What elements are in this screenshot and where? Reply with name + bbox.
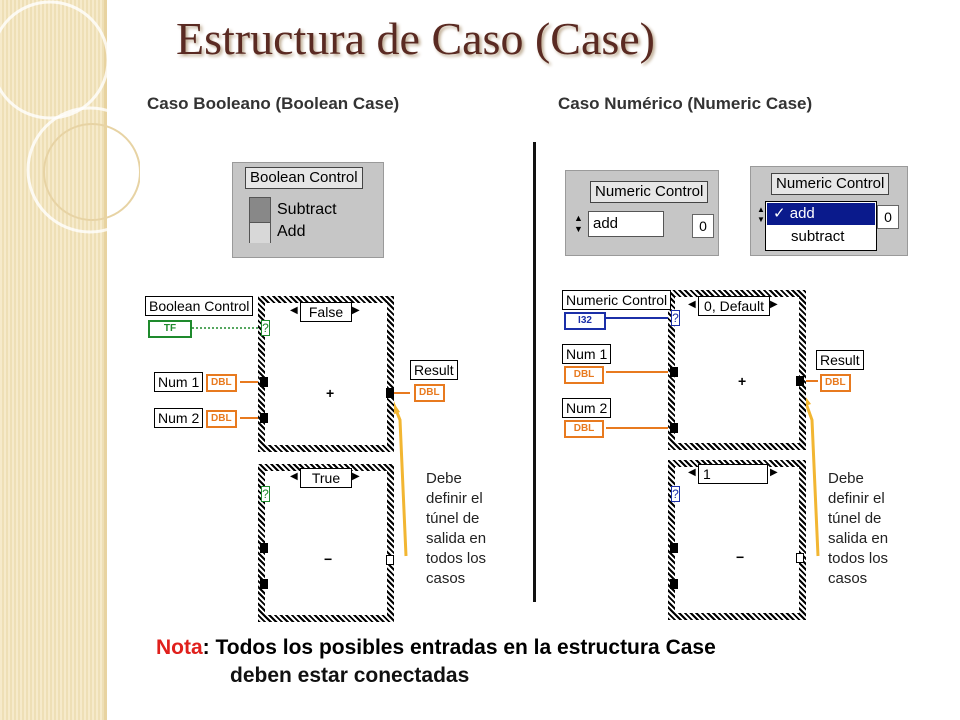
boolean-terminal[interactable]: TF <box>148 320 192 338</box>
num2-terminal[interactable]: DBL <box>206 410 237 428</box>
numeric-index-display: 0 <box>692 214 714 238</box>
case-selector-one[interactable]: 1 <box>698 464 768 484</box>
boolean-control-label: Boolean Control <box>245 167 363 189</box>
output-tunnel <box>386 388 394 398</box>
numeric-control-block-label: Numeric Control <box>562 290 672 310</box>
decorative-circles <box>0 0 140 234</box>
add-icon: + <box>326 385 335 401</box>
num1-terminal[interactable]: DBL <box>564 366 604 384</box>
menu-stepper-icon[interactable]: ▲▼ <box>757 205 765 224</box>
numeric-ring-value[interactable]: add <box>588 211 664 237</box>
subtitle-boolean: Caso Booleano (Boolean Case) <box>147 94 400 113</box>
numeric-front-panel: Numeric Control ▲▼ add 0 <box>565 170 719 256</box>
selector-increment-icon[interactable]: ▶ <box>770 467 778 478</box>
selector-decrement-icon[interactable]: ◀ <box>290 471 298 482</box>
numeric-terminal[interactable]: I32 <box>564 312 606 330</box>
selector-decrement-icon[interactable]: ◀ <box>688 299 696 310</box>
case-selector-false[interactable]: False <box>300 302 352 322</box>
boolean-control-block-label: Boolean Control <box>145 296 254 316</box>
input-tunnel <box>260 377 268 387</box>
result-label: Result <box>816 350 864 370</box>
menu-item-subtract[interactable]: subtract <box>791 228 845 245</box>
page-title: Estructura de Caso (Case) <box>176 13 656 64</box>
case-selector-default[interactable]: 0, Default <box>698 296 770 316</box>
input-tunnel <box>670 579 678 589</box>
subtract-icon: − <box>736 549 745 565</box>
input-tunnel <box>670 423 678 433</box>
num1-label: Num 1 <box>154 372 204 392</box>
num2-label: Num 2 <box>562 398 612 418</box>
output-tunnel-undefined <box>796 553 804 563</box>
note-line-2: deben estar conectadas <box>230 664 470 687</box>
result-terminal[interactable]: DBL <box>414 384 445 402</box>
input-tunnel <box>260 413 268 423</box>
result-terminal[interactable]: DBL <box>820 374 851 392</box>
selector-increment-icon[interactable]: ▶ <box>352 305 360 316</box>
num1-terminal[interactable]: DBL <box>206 374 237 392</box>
selector-terminal-icon: ? <box>261 320 270 336</box>
boolean-option-subtract: Subtract <box>277 201 337 218</box>
decorative-line <box>104 0 107 720</box>
selector-decrement-icon[interactable]: ◀ <box>290 305 298 316</box>
numeric-menu-label: Numeric Control <box>771 173 890 195</box>
case-selector-true[interactable]: True <box>300 468 352 488</box>
subtitle-numeric: Caso Numérico (Numeric Case) <box>558 94 813 113</box>
input-tunnel <box>260 579 268 589</box>
case-structure-false[interactable] <box>258 296 394 452</box>
num1-label: Num 1 <box>562 344 612 364</box>
numeric-menu-index: 0 <box>877 205 899 229</box>
divider <box>533 142 536 602</box>
output-tunnel <box>796 376 804 386</box>
note-line-1: Nota: Todos los posibles entradas en la … <box>156 636 716 659</box>
selector-terminal-icon: ? <box>261 486 270 502</box>
case-structure-one[interactable] <box>668 460 806 620</box>
selector-decrement-icon[interactable]: ◀ <box>688 467 696 478</box>
subtract-icon: − <box>324 551 333 567</box>
output-tunnel-undefined <box>386 555 394 565</box>
input-tunnel <box>670 367 678 377</box>
boolean-option-add: Add <box>277 223 306 240</box>
ring-stepper-icon[interactable]: ▲▼ <box>574 213 583 234</box>
menu-item-add[interactable]: ✓ add <box>767 203 875 225</box>
boolean-switch[interactable] <box>249 197 271 243</box>
numeric-control-label: Numeric Control <box>590 181 709 203</box>
boolean-front-panel: Boolean Control Subtract Add <box>232 162 384 258</box>
case-structure-default[interactable] <box>668 290 806 450</box>
selector-terminal-icon: ? <box>671 486 680 502</box>
numeric-menu-panel: Numeric Control ✓ add subtract ▲▼ 0 <box>750 166 908 256</box>
input-tunnel <box>260 543 268 553</box>
selector-increment-icon[interactable]: ▶ <box>770 299 778 310</box>
selector-increment-icon[interactable]: ▶ <box>352 471 360 482</box>
result-label: Result <box>410 360 458 380</box>
numeric-dropdown-menu[interactable]: ✓ add subtract <box>765 201 877 251</box>
input-tunnel <box>670 543 678 553</box>
add-icon: + <box>738 373 747 389</box>
num2-label: Num 2 <box>154 408 204 428</box>
note-prefix: Nota <box>156 636 203 659</box>
num2-terminal[interactable]: DBL <box>564 420 604 438</box>
selector-terminal-icon: ? <box>671 310 680 326</box>
case-structure-true[interactable] <box>258 464 394 622</box>
